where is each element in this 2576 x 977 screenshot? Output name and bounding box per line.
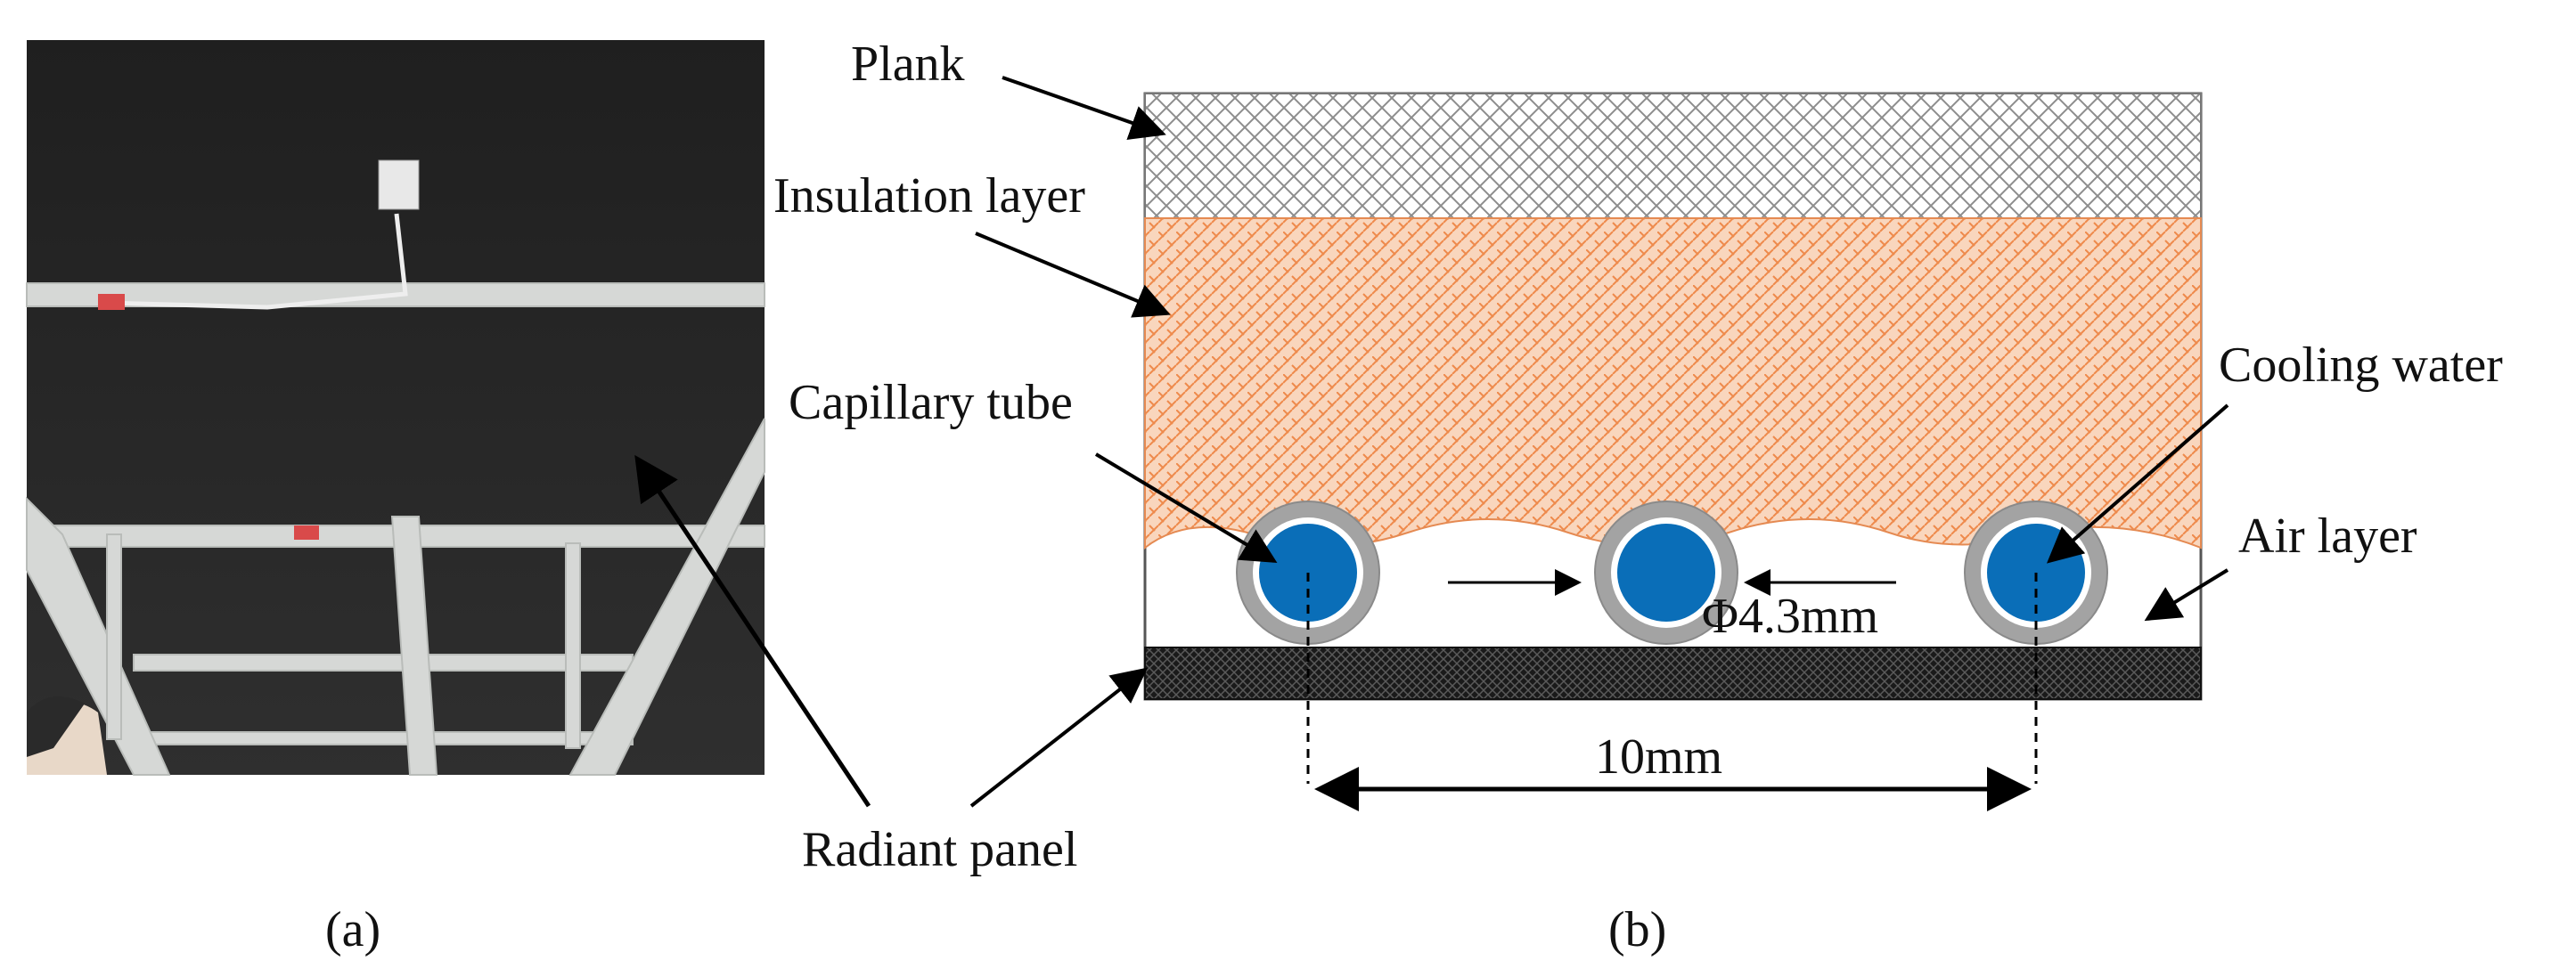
ceiling-frame [26,282,765,776]
cooling-water-arrow [2046,403,2229,564]
red-tag [294,525,319,540]
label-radiant-panel: Radiant panel [802,822,1077,877]
air-layer-arrow [2144,568,2229,622]
label-capillary-tube: Capillary tube [789,375,1073,430]
label-cooling-water: Cooling water [2219,338,2503,393]
junction-box [378,159,420,210]
label-insulation-layer: Insulation layer [773,168,1085,224]
plank-arrow [1002,76,1166,140]
insulation-layer [1144,217,2202,550]
label-spacing: 10mm [1595,729,1722,785]
radiant-panel-arrow-a [634,454,871,808]
panel-b-cross-section [1143,92,2203,811]
insulation-arrow [975,232,1171,318]
label-diameter: Φ4.3mm [1702,589,1878,644]
caption-b: (b) [1608,902,1666,957]
label-air-layer: Air layer [2238,509,2417,564]
person-hair [27,696,85,757]
cable [106,213,408,310]
radiant-panel-arrow-b [969,667,1149,808]
capillary-tube-2 [1594,501,1738,645]
capillary-tube-arrow [1094,452,1278,564]
cooling-water [1617,524,1715,622]
plank-layer [1144,93,2202,219]
label-plank: Plank [851,37,965,92]
panel-a-photo [26,40,765,776]
radiant-panel-layer [1144,647,2202,700]
caption-a: (a) [325,902,380,957]
red-tag [98,294,125,310]
